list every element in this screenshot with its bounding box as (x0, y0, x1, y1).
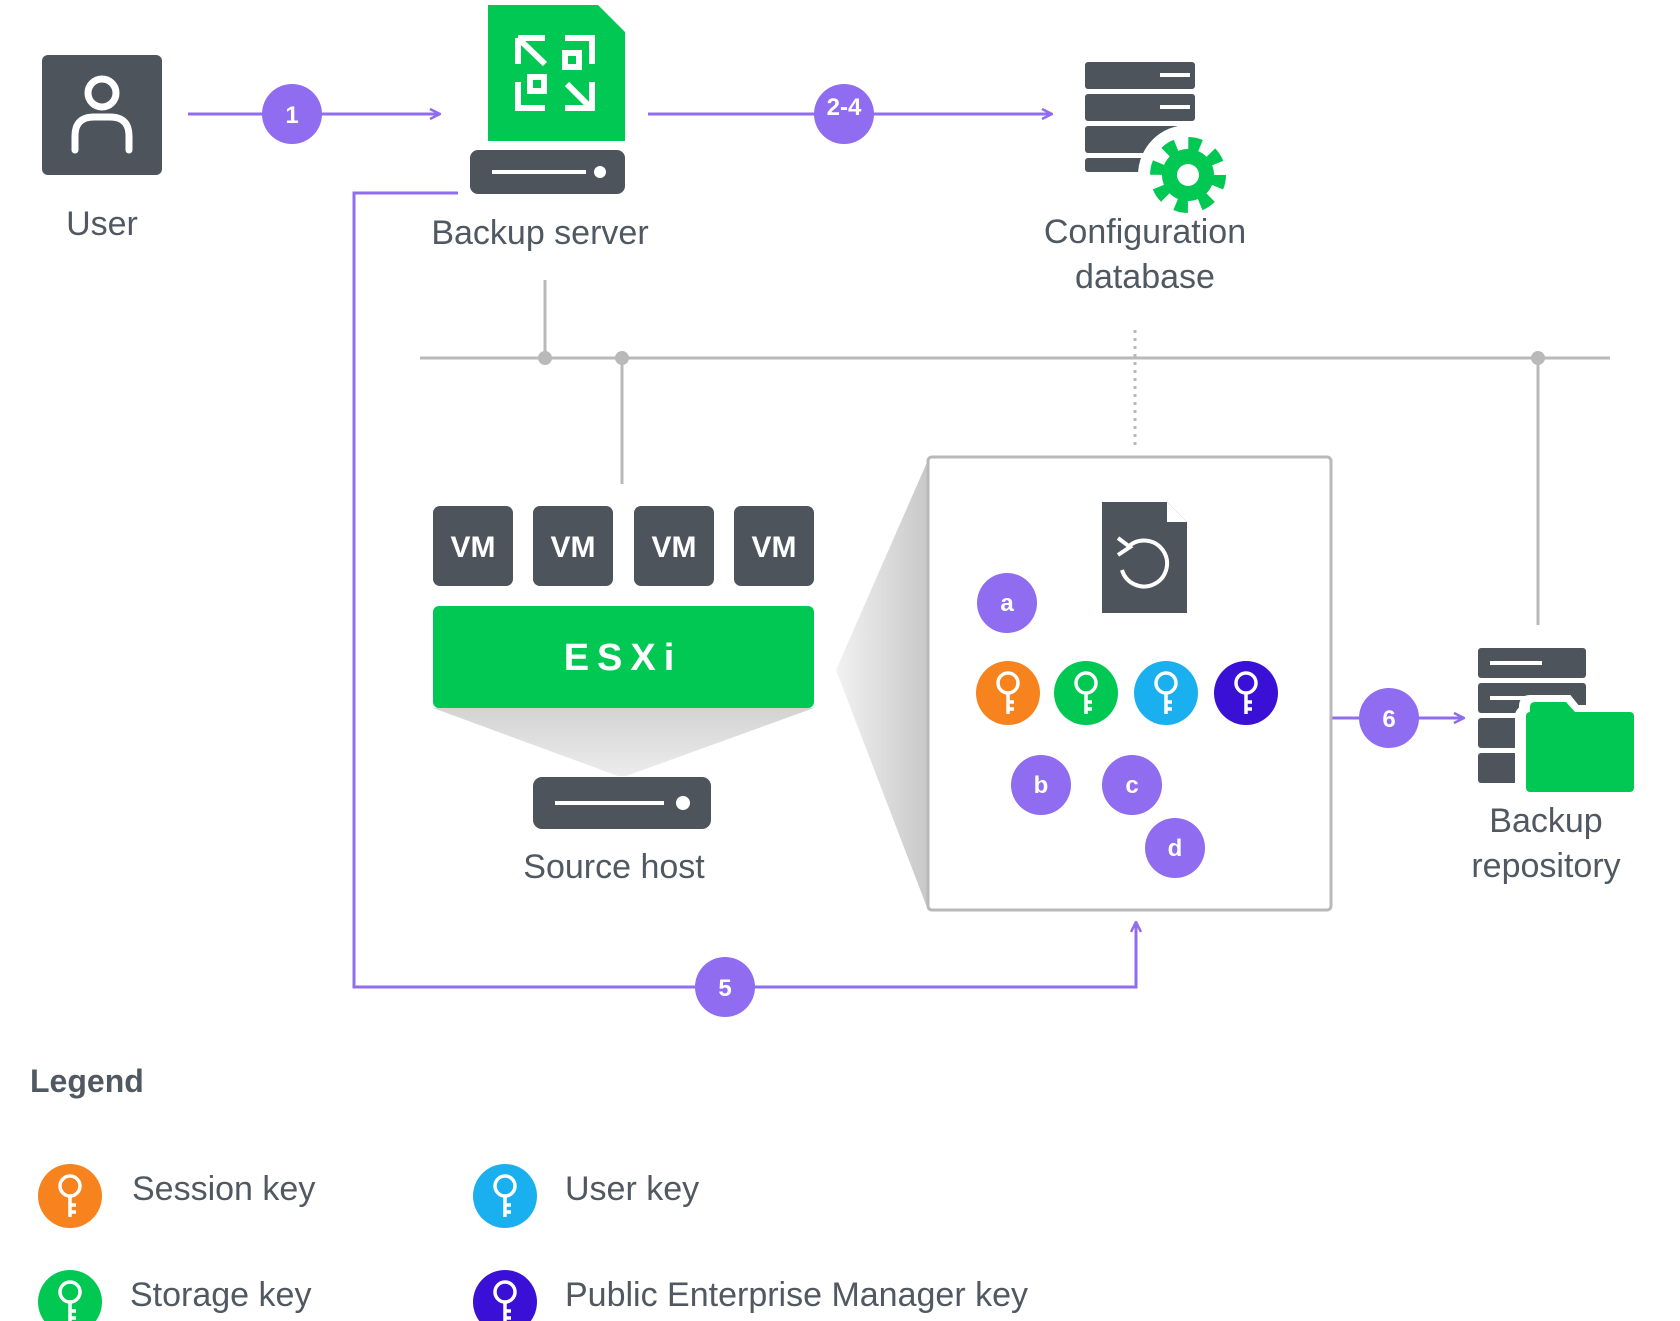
restore-file-icon (1102, 502, 1187, 613)
step-badge-text: 6 (1382, 706, 1395, 733)
step-badge-text: 5 (718, 975, 731, 1002)
step-badge-text: 1 (285, 102, 298, 129)
step-badge-text: b (1034, 772, 1049, 799)
backup-repository-label-line2: repository (1471, 847, 1620, 885)
source-host-node: VM VM VM VM ESXi Source host (433, 506, 814, 886)
backup-repository-node: Backup repository (1471, 648, 1643, 885)
esxi-projection (433, 708, 814, 776)
user-key-icon (1134, 661, 1198, 725)
step-badge-text: a (1000, 590, 1014, 617)
step-badge-text: d (1168, 835, 1183, 862)
legend-title: Legend (30, 1063, 144, 1099)
detail-callout-fan (836, 460, 928, 910)
step-badge-6: 6 (1359, 688, 1419, 748)
storage-key-icon (1054, 661, 1118, 725)
veeam-logo-icon (515, 35, 595, 111)
encryption-detail-box (926, 455, 1333, 912)
step-badge-1: 1 (262, 84, 322, 144)
config-db-node: Configuration database (1044, 62, 1246, 296)
vm-box (533, 506, 613, 586)
public-em-key-icon (473, 1270, 537, 1321)
vm-box (433, 506, 513, 586)
step-badge-2-4: 2-4 (814, 84, 874, 144)
source-host-label: Source host (523, 848, 705, 886)
storage-key-icon (38, 1270, 102, 1321)
step-badge-c: c (1102, 755, 1162, 815)
user-key-icon (473, 1164, 537, 1228)
user-node: User (42, 55, 162, 243)
vm-box (634, 506, 714, 586)
backup-server-node: Backup server (431, 5, 649, 252)
vm-label: VM (752, 531, 797, 564)
vm-label: VM (551, 531, 596, 564)
gear-icon (1138, 125, 1238, 225)
esxi-label: ESXi (564, 637, 683, 679)
config-db-label-line2: database (1075, 258, 1215, 296)
vm-label: VM (652, 531, 697, 564)
legend-label: Storage key (130, 1276, 311, 1314)
legend-label: Public Enterprise Manager key (565, 1276, 1028, 1314)
legend-item-user-key: User key (473, 1164, 699, 1228)
step-badge-a: a (977, 573, 1037, 633)
config-db-label-line1: Configuration (1044, 213, 1246, 251)
esxi-bar (433, 606, 814, 708)
vm-row: VM VM VM VM (433, 506, 814, 586)
step-badge-b: b (1011, 755, 1071, 815)
legend: Legend Session key User key Sto (30, 1063, 1028, 1321)
legend-item-public-em-key: Public Enterprise Manager key (473, 1270, 1028, 1321)
source-host-led (676, 796, 690, 810)
user-icon (71, 75, 133, 154)
folder-icon (1515, 695, 1643, 803)
step-badge-d: d (1145, 818, 1205, 878)
session-key-icon (38, 1164, 102, 1228)
backup-server-led (594, 166, 606, 178)
session-key-icon (976, 661, 1040, 725)
step-badge-text: 2-4 (827, 94, 862, 121)
backup-server-label: Backup server (431, 214, 648, 252)
step-badge-text: c (1125, 772, 1138, 799)
public-em-key-icon (1214, 661, 1278, 725)
vm-label: VM (451, 531, 496, 564)
network-junctions (538, 351, 1545, 365)
database-slots (1160, 73, 1190, 109)
step-badge-5: 5 (695, 957, 755, 1017)
vm-box (734, 506, 814, 586)
user-label: User (66, 205, 138, 243)
legend-item-storage-key: Storage key (38, 1270, 311, 1321)
repository-slots (1490, 661, 1542, 700)
legend-label: User key (565, 1170, 699, 1208)
legend-label: Session key (132, 1170, 315, 1208)
legend-item-session-key: Session key (38, 1164, 315, 1228)
backup-repository-label-line1: Backup (1489, 802, 1602, 840)
veeam-logo-tile (488, 5, 625, 141)
